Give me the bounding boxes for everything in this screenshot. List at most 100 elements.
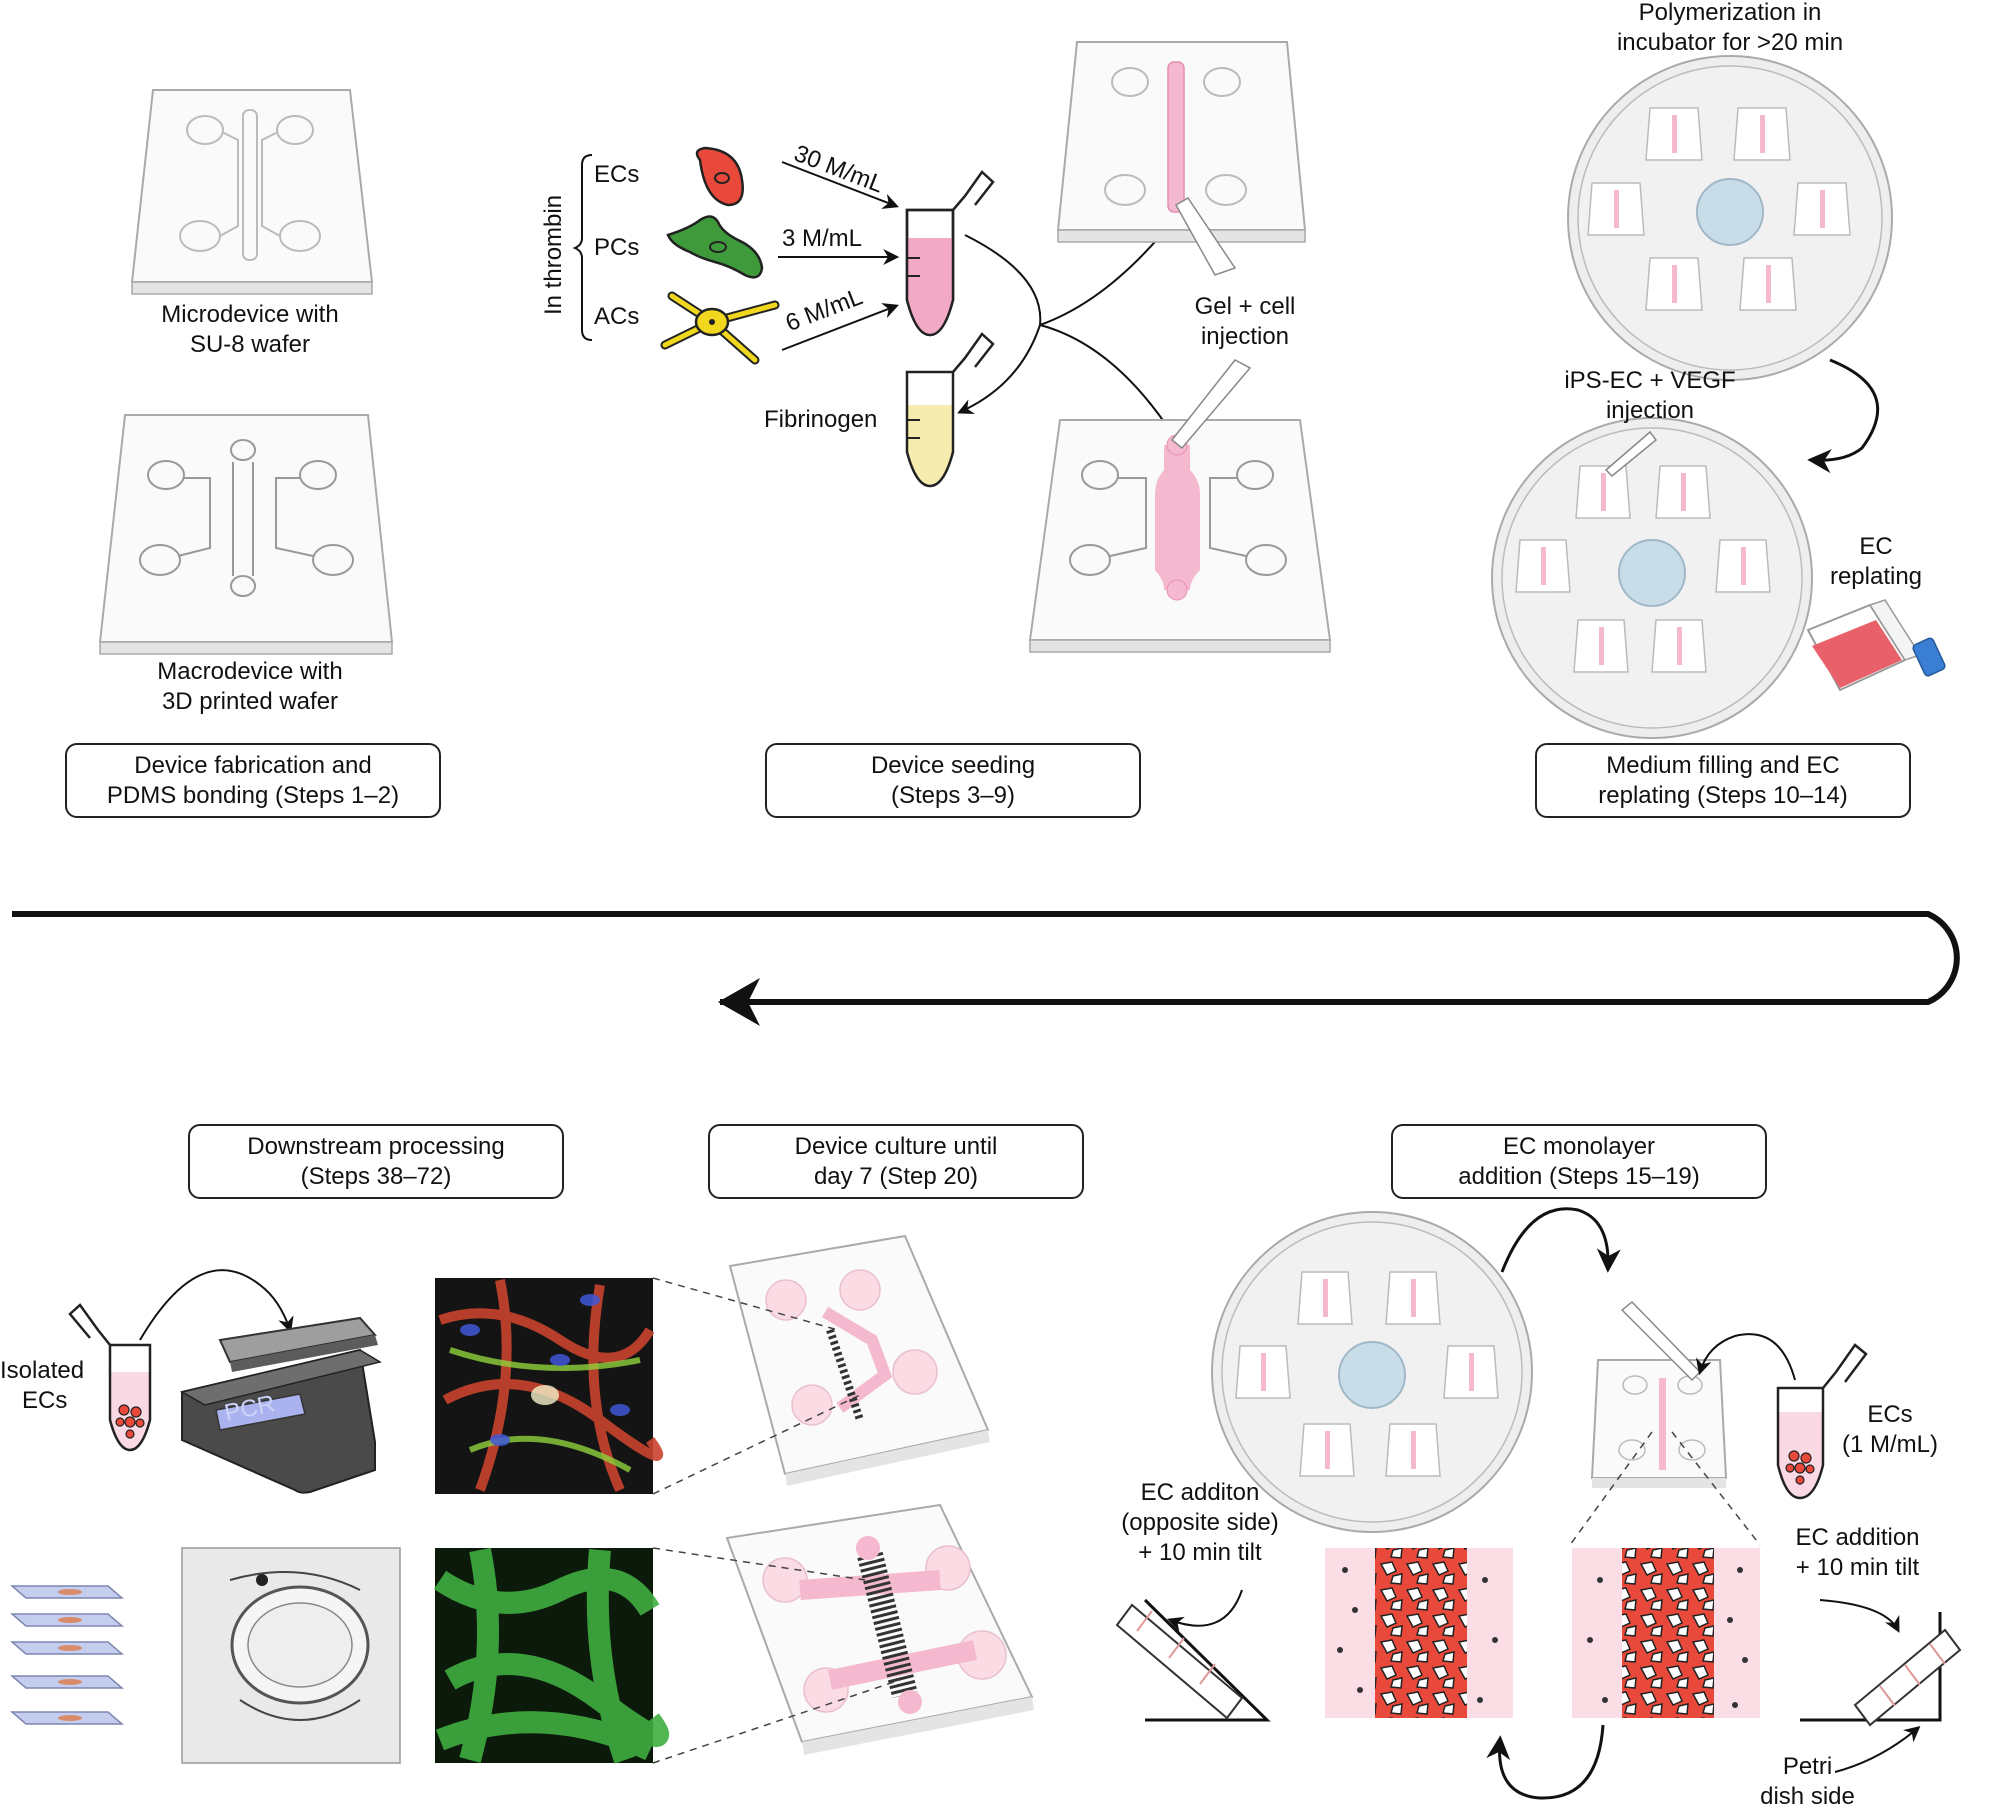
ec-addition-line1: EC addition xyxy=(1795,1524,1920,1551)
fibrinogen-label: Fibrinogen xyxy=(764,406,878,433)
arrow-petri-side xyxy=(1834,1725,1921,1773)
step-box-culture: Device culture until day 7 (Step 20) xyxy=(708,1124,1084,1199)
curve-arrow-polymerization xyxy=(1807,358,1880,474)
return-arrow xyxy=(12,911,1960,1005)
arrow-opposite-side xyxy=(1166,1589,1243,1632)
isolated-ecs-line2: ECs xyxy=(22,1387,68,1414)
step-box-downstream-line1: Downstream processing xyxy=(247,1132,505,1160)
cultured-device-top xyxy=(728,1234,990,1486)
pcr-machine-icon xyxy=(179,1316,382,1494)
curve-arrow-top xyxy=(1500,1207,1621,1273)
ips-injection-label: iPS-EC + VEGF injection xyxy=(1550,366,1750,426)
opposite-side-line3: + 10 min tilt xyxy=(1138,1539,1262,1566)
microdevice-label-line1: Microdevice with xyxy=(161,301,339,328)
electron-micrograph-image xyxy=(181,1547,401,1764)
petri-dish-side-line1: Petri xyxy=(1782,1753,1833,1780)
isolated-ec-tube-icon xyxy=(68,1303,152,1452)
arrow-ec-addition xyxy=(1819,1599,1900,1633)
step-box-medium: Medium filling and EC replating (Steps 1… xyxy=(1535,743,1911,818)
cultured-device-bottom xyxy=(725,1503,1034,1755)
zoom-line-4 xyxy=(652,1679,901,1764)
step-box-monolayer: EC monolayer addition (Steps 15–19) xyxy=(1391,1124,1767,1199)
microdevice-chip xyxy=(130,89,374,295)
tilted-chip-right xyxy=(1800,1612,1962,1727)
step-box-downstream: Downstream processing (Steps 38–72) xyxy=(188,1124,564,1199)
acs-label: ACs xyxy=(594,303,640,330)
ec-cell-icon xyxy=(695,146,744,207)
macrodevice-chip xyxy=(98,414,394,655)
petri-dish-bottom xyxy=(1211,1211,1533,1533)
isolated-ecs-label: Isolated ECs xyxy=(0,1356,84,1416)
arrow-ecs xyxy=(781,161,899,209)
ecs-concentration-label: ECs (1 M/mL) xyxy=(1825,1400,1955,1460)
polymerization-label: Polymerization in incubator for >20 min xyxy=(1560,0,1900,58)
gel-injection-line1: Gel + cell xyxy=(1194,293,1296,320)
pc-cell-icon xyxy=(666,215,764,279)
macrodevice-label: Macrodevice with 3D printed wafer xyxy=(140,657,360,717)
isolated-ecs-line1: Isolated xyxy=(0,1357,85,1384)
step-box-monolayer-line1: EC monolayer xyxy=(1502,1132,1656,1160)
opposite-side-line1: EC additon xyxy=(1140,1479,1260,1506)
fibrinogen-tube-icon xyxy=(905,332,995,488)
step-box-seeding-line2: (Steps 3–9) xyxy=(890,781,1016,809)
ecs-label: ECs xyxy=(594,161,640,188)
step-box-fabrication-line2: PDMS bonding (Steps 1–2) xyxy=(106,781,400,809)
ec-replating-line1: EC xyxy=(1859,533,1893,560)
gel-injection-label: Gel + cell injection xyxy=(1175,292,1315,352)
monolayer-channel-right xyxy=(1572,1548,1760,1718)
inject-arrow-bottom xyxy=(1039,324,1177,441)
ecs-concentration-line1: ECs xyxy=(1867,1401,1913,1428)
zoom-line-3 xyxy=(652,1547,866,1581)
confocal-image-bottom xyxy=(433,1547,670,1764)
zoom-line-5 xyxy=(1569,1431,1653,1546)
ec-replating-line2: replating xyxy=(1829,563,1923,590)
ips-injection-line2: injection xyxy=(1605,397,1695,424)
step-box-fabrication: Device fabrication and PDMS bonding (Ste… xyxy=(65,743,441,818)
culture-flask-icon xyxy=(1806,599,1946,692)
gel-injection-line2: injection xyxy=(1200,323,1290,350)
step-box-medium-line1: Medium filling and EC xyxy=(1606,751,1840,779)
ips-injection-line1: iPS-EC + VEGF xyxy=(1564,367,1736,394)
macrodevice-label-line2: 3D printed wafer xyxy=(161,688,339,715)
curve-arrow-bottom xyxy=(1486,1724,1605,1800)
petri-dish-side-label: Petri dish side xyxy=(1745,1752,1870,1812)
ec-tube-bottom-icon xyxy=(1776,1343,1868,1500)
step-box-culture-line2: day 7 (Step 20) xyxy=(813,1162,979,1190)
polymerization-line1: Polymerization in xyxy=(1638,0,1822,26)
macrodevice-label-line1: Macrodevice with xyxy=(157,658,343,685)
slides-stack-icon xyxy=(9,1585,125,1725)
microdevice-label: Microdevice with SU-8 wafer xyxy=(140,300,360,360)
arrow-acs xyxy=(781,303,899,351)
microdevice-label-line2: SU-8 wafer xyxy=(189,331,311,358)
monolayer-channel-left xyxy=(1325,1548,1513,1718)
arrow-ecs-to-device xyxy=(1695,1333,1796,1381)
ac-cell-icon xyxy=(660,291,780,365)
seeded-macrodevice xyxy=(1028,359,1332,653)
petri-dish-middle xyxy=(1491,417,1813,739)
in-thrombin-label: In thrombin xyxy=(540,194,567,315)
pcs-label: PCs xyxy=(594,234,640,261)
petri-dish-side-line2: dish side xyxy=(1760,1783,1855,1810)
opposite-side-line2: (opposite side) xyxy=(1121,1509,1279,1536)
opposite-side-label: EC additon (opposite side) + 10 min tilt xyxy=(1110,1478,1290,1568)
step-box-seeding-line1: Device seeding xyxy=(870,751,1036,779)
zoom-line-1 xyxy=(652,1277,839,1331)
step-box-monolayer-line2: addition (Steps 15–19) xyxy=(1458,1162,1700,1190)
step-box-downstream-line2: (Steps 38–72) xyxy=(300,1162,452,1190)
step-box-culture-line1: Device culture until xyxy=(794,1132,998,1160)
seeded-microdevice xyxy=(1056,41,1307,276)
step-box-seeding: Device seeding (Steps 3–9) xyxy=(765,743,1141,818)
mix-arrow xyxy=(957,234,1042,415)
ec-replating-label: EC replating xyxy=(1816,532,1936,592)
return-arrowhead xyxy=(718,978,760,1026)
arrow-to-pcr xyxy=(139,1269,294,1341)
petri-dish-top xyxy=(1567,55,1893,381)
ec-addition-line2: + 10 min tilt xyxy=(1795,1554,1920,1581)
step-box-medium-line2: replating (Steps 10–14) xyxy=(1598,781,1848,809)
thrombin-brace xyxy=(572,154,593,341)
polymerization-line2: incubator for >20 min xyxy=(1616,29,1844,56)
tilted-chip-left xyxy=(1115,1598,1271,1722)
confocal-image-top xyxy=(435,1278,664,1494)
ec-addition-label: EC addition + 10 min tilt xyxy=(1770,1523,1945,1583)
